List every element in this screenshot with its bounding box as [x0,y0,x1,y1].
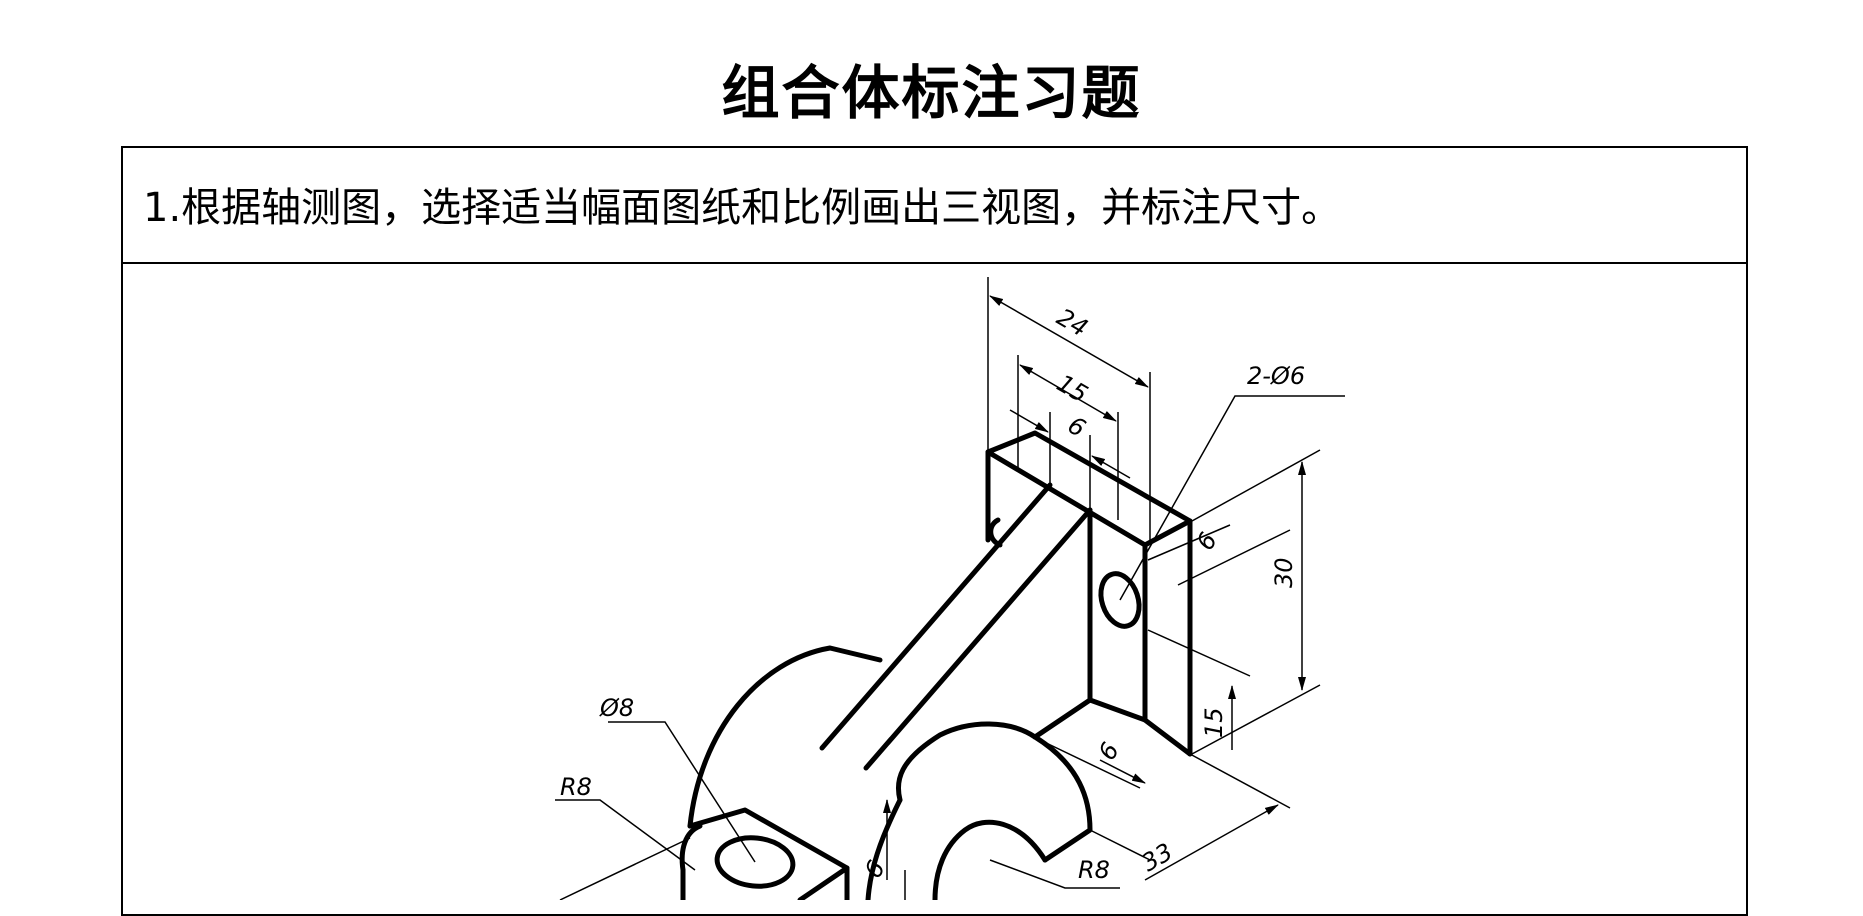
dim-6-top: 6 [1063,411,1090,443]
boss-lower-arc [1032,734,1093,863]
dim-phi8: Ø8 [599,694,634,722]
dimension-texts: 24 15 6 2-Ø6 6 30 15 6 33 R8 Ø8 R8 6 [560,303,1305,884]
rib-bottom-edge [863,507,1093,771]
upright-hole [1098,571,1142,629]
page-title: 组合体标注习题 [721,59,1142,127]
boss-inner-arc [932,819,1048,900]
dim-33: 33 [1137,838,1177,878]
boss-arc [687,645,883,829]
boss-outer-left [865,797,903,900]
dim-15-top: 15 [1052,369,1092,409]
upright-block-base [1087,697,1193,757]
question-text: 1.根据轴测图，选择适当幅面图纸和比例画出三视图，并标注尺寸。 [143,185,1342,231]
lug-hole [714,835,796,889]
upright-block-step [1032,697,1093,740]
dim-30: 30 [1270,557,1298,588]
dimension-lines [555,277,1345,900]
dim-r8-left: R8 [560,773,592,801]
dim-24: 24 [1052,303,1092,343]
exercise-frame: 1.根据轴测图，选择适当幅面图纸和比例画出三视图，并标注尺寸。 [121,146,1748,916]
lug-top [687,807,850,900]
dim-6-base: 6 [1093,738,1125,765]
rib-top-edge [819,482,1053,751]
dim-2-phi6: 2-Ø6 [1247,362,1305,390]
dim-r8-right: R8 [1078,856,1110,884]
object-outline [679,430,1193,900]
question-row: 1.根据轴测图，选择适当幅面图纸和比例画出三视图，并标注尺寸。 [123,148,1746,264]
dim-15-right: 15 [1200,707,1228,738]
boss-right [895,721,1038,803]
lug-back [679,823,703,873]
dim-6-right: 6 [1191,528,1223,555]
